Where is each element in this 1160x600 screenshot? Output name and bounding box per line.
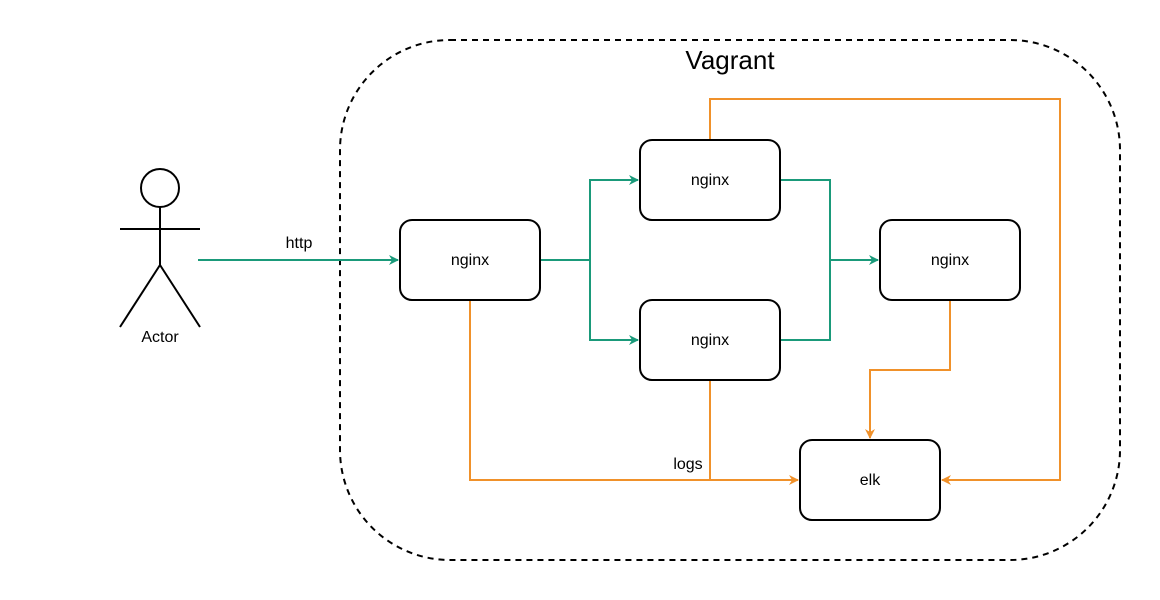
log-edge-right-to-elk xyxy=(865,300,951,439)
edge-entry-to-lower xyxy=(589,260,639,345)
vagrant-container xyxy=(339,39,1121,561)
edge-lower-to-right xyxy=(780,260,831,341)
node-elk: elk xyxy=(799,439,941,521)
node-entry-label: nginx xyxy=(451,252,489,269)
node-upper-nginx: nginx xyxy=(639,139,781,221)
log-edge-entry-to-elk xyxy=(469,300,799,485)
log-edge-upper-to-elk xyxy=(709,98,1061,485)
node-right-label: nginx xyxy=(931,252,969,269)
actor-label: Actor xyxy=(141,329,179,346)
actor-head xyxy=(140,168,180,208)
vagrant-title: Vagrant xyxy=(685,45,775,75)
http-edge-label: http xyxy=(286,235,313,252)
edge-upper-to-right xyxy=(780,179,831,260)
node-right-nginx: nginx xyxy=(879,219,1021,301)
logs-edge-label: logs xyxy=(673,456,702,473)
node-lower-nginx: nginx xyxy=(639,299,781,381)
actor-figure xyxy=(119,168,201,328)
node-lower-label: nginx xyxy=(691,332,729,349)
edge-entry-to-upper xyxy=(540,175,639,261)
node-entry-nginx: nginx xyxy=(399,219,541,301)
actor-left-leg xyxy=(119,264,161,328)
node-upper-label: nginx xyxy=(691,172,729,189)
node-elk-label: elk xyxy=(860,472,881,489)
actor-right-leg xyxy=(159,264,201,328)
